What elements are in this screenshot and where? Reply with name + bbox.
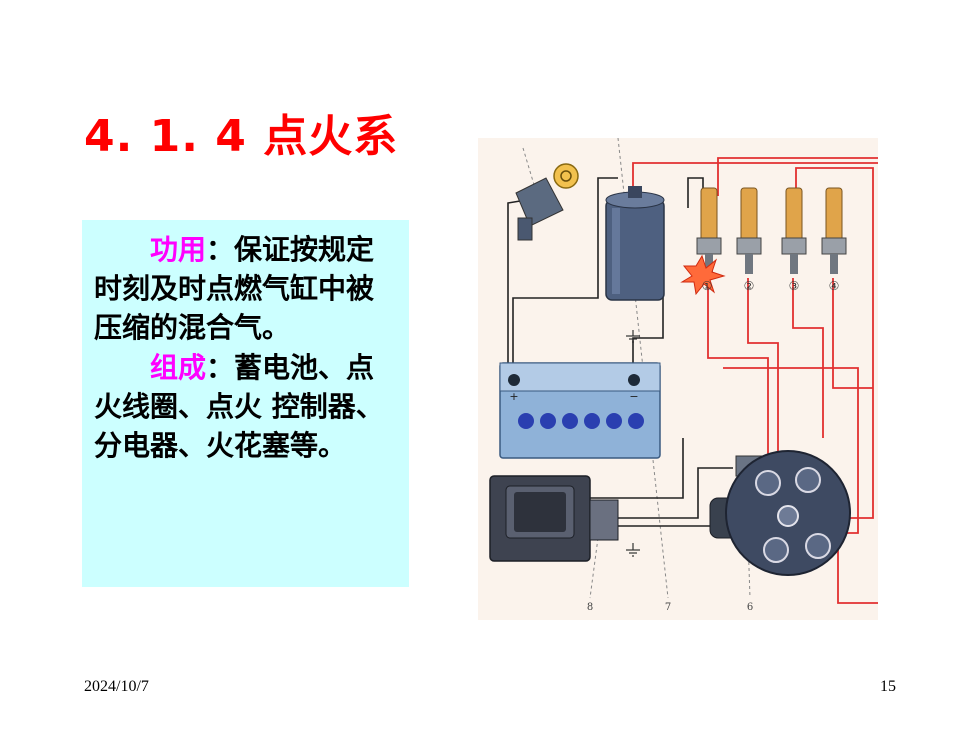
function-label: 功用	[150, 233, 207, 266]
battery-positive-label: +	[509, 390, 518, 403]
ignition-control-module	[489, 475, 619, 562]
plug-label-2: ②	[744, 279, 755, 293]
ground-symbols	[626, 330, 640, 557]
footer-date: 2024/10/7	[84, 678, 149, 695]
battery-negative-label: −	[629, 390, 638, 403]
sensor-connector	[515, 163, 579, 241]
plug-label-4: ④	[829, 279, 840, 293]
composition-paragraph: 组成：蓄电池、点火线圈、点火 控制器、分电器、火花塞等。	[94, 348, 399, 465]
plug-label-1: ①	[702, 279, 713, 293]
function-text: ：保证按规定时刻及时点燃气缸中被压缩的混合气。	[94, 233, 375, 344]
spark-plug-1	[696, 187, 722, 274]
spark-plugs	[680, 187, 847, 296]
spark-plug-4	[821, 187, 847, 274]
plug-label-3: ③	[789, 279, 800, 293]
slide-title: 4. 1. 4 点火系	[84, 111, 399, 162]
description-box: 功用：保证按规定时刻及时点燃气缸中被压缩的混合气。 组成：蓄电池、点火线圈、点火…	[82, 220, 409, 587]
battery	[499, 362, 661, 459]
part-number-8: 8	[587, 602, 593, 613]
distributor	[709, 450, 851, 576]
composition-label: 组成	[150, 351, 207, 384]
part-number-7: 7	[665, 602, 671, 613]
composition-text: ：蓄电池、点火线圈、点火 控制器、分电器、火花塞等。	[94, 351, 384, 462]
spark-plug-2	[736, 187, 762, 274]
ignition-system-diagram: ① ② ③ ④ + −	[478, 138, 878, 620]
ignition-coil	[605, 186, 665, 301]
function-paragraph: 功用：保证按规定时刻及时点燃气缸中被压缩的混合气。	[94, 230, 399, 347]
part-number-6: 6	[747, 602, 753, 613]
spark-plug-3	[781, 187, 807, 274]
page-number: 15	[880, 678, 896, 695]
spark-burst-icon	[680, 254, 726, 296]
